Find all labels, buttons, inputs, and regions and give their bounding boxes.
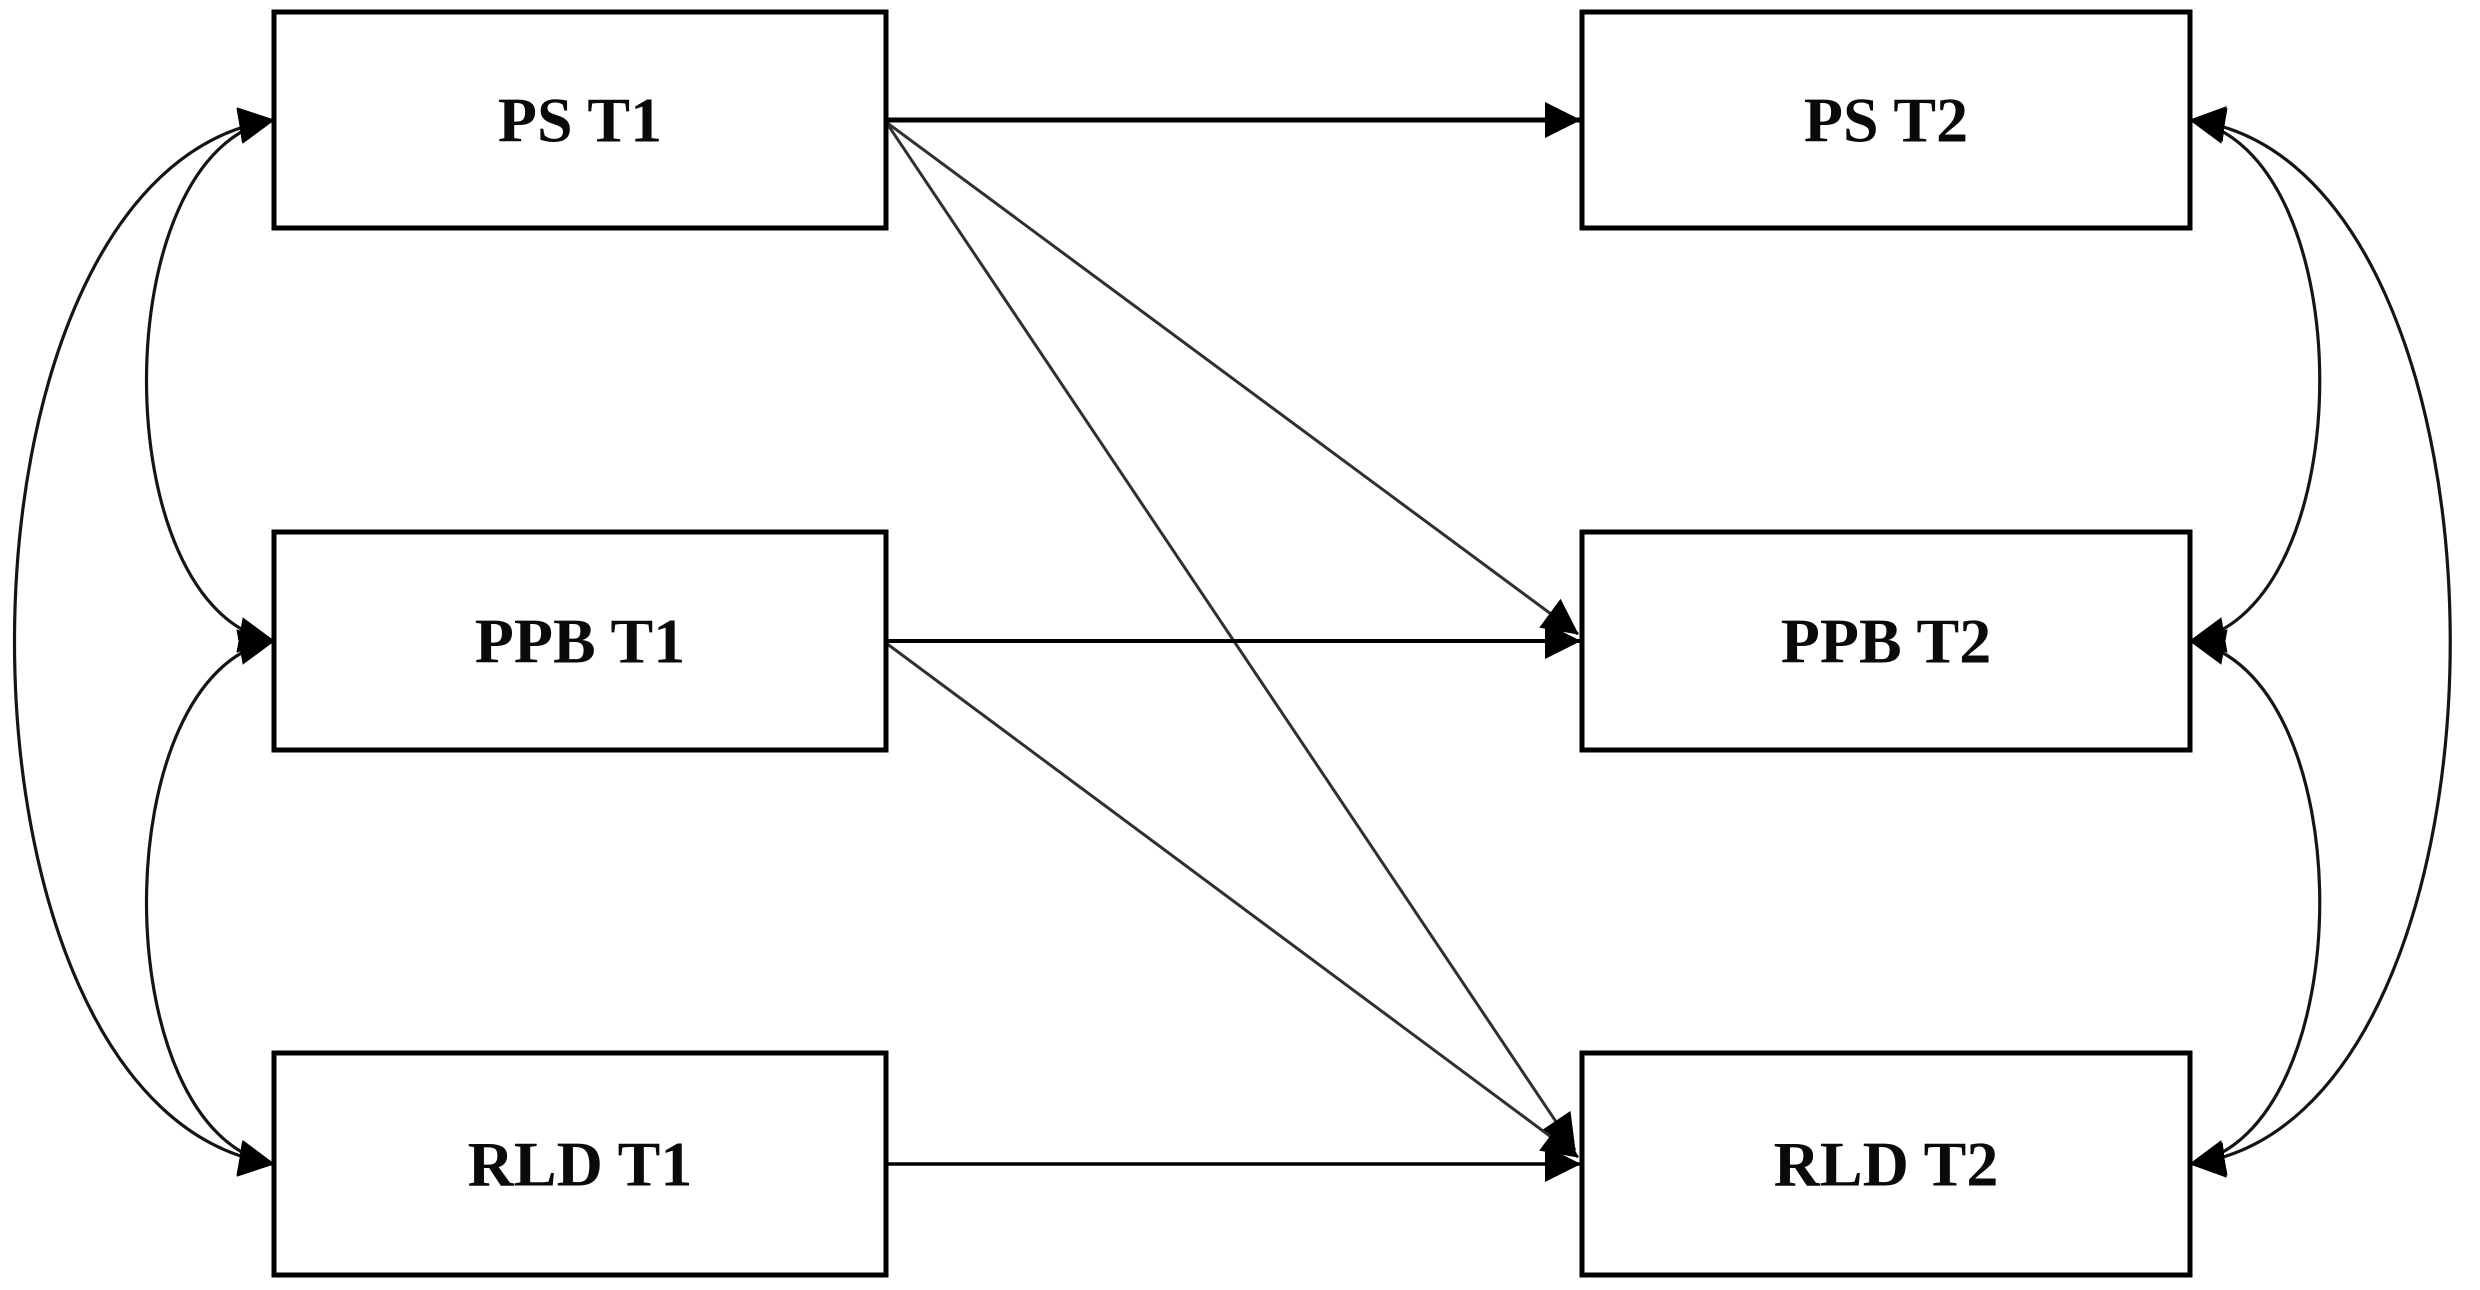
covariance-arc-ps-t2-ppb-t2: [2189, 108, 2322, 653]
covariance-arc-ps-t1-rld-t1: [13, 107, 275, 1177]
arrow-ps-t1-to-ppb-t2: [885, 120, 1579, 636]
ps-t1-label: PS T1: [498, 85, 662, 156]
node-rld-t1: RLD T1: [271, 1050, 889, 1278]
node-ppb-t2: PPB T2: [1579, 529, 2193, 753]
ppb-t2-box: [1579, 529, 2193, 753]
covariance-arc-ps-t2-rld-t2: [2189, 106, 2452, 1178]
arrow-ps-t1-to-rld-t2: [884, 121, 1577, 1151]
ppb-t2-label: PPB T2: [1781, 606, 1991, 677]
arrow-ppb-t1-to-rld-t2: [885, 641, 1579, 1159]
covariance-arc-ps-t1-ppb-t1: [145, 108, 275, 653]
ps-t1-box: [271, 9, 889, 231]
ppb-t1-label: PPB T1: [475, 606, 685, 677]
rld-t1-box: [271, 1050, 889, 1278]
ps-t2-label: PS T2: [1804, 85, 1968, 156]
node-ppb-t1: PPB T1: [271, 529, 889, 753]
node-ps-t2: PS T2: [1579, 9, 2193, 231]
covariance-arc-ppb-t2-rld-t2: [2189, 629, 2322, 1176]
rld-t2-label: RLD T2: [1774, 1129, 1999, 1200]
ps-t2-box: [1579, 9, 2193, 231]
rld-t1-label: RLD T1: [468, 1129, 693, 1200]
node-ps-t1: PS T1: [271, 9, 889, 231]
rld-t2-box: [1579, 1050, 2193, 1278]
ppb-t1-box: [271, 529, 889, 753]
covariance-arc-ppb-t1-rld-t1: [145, 629, 275, 1176]
node-rld-t2: RLD T2: [1579, 1050, 2193, 1278]
